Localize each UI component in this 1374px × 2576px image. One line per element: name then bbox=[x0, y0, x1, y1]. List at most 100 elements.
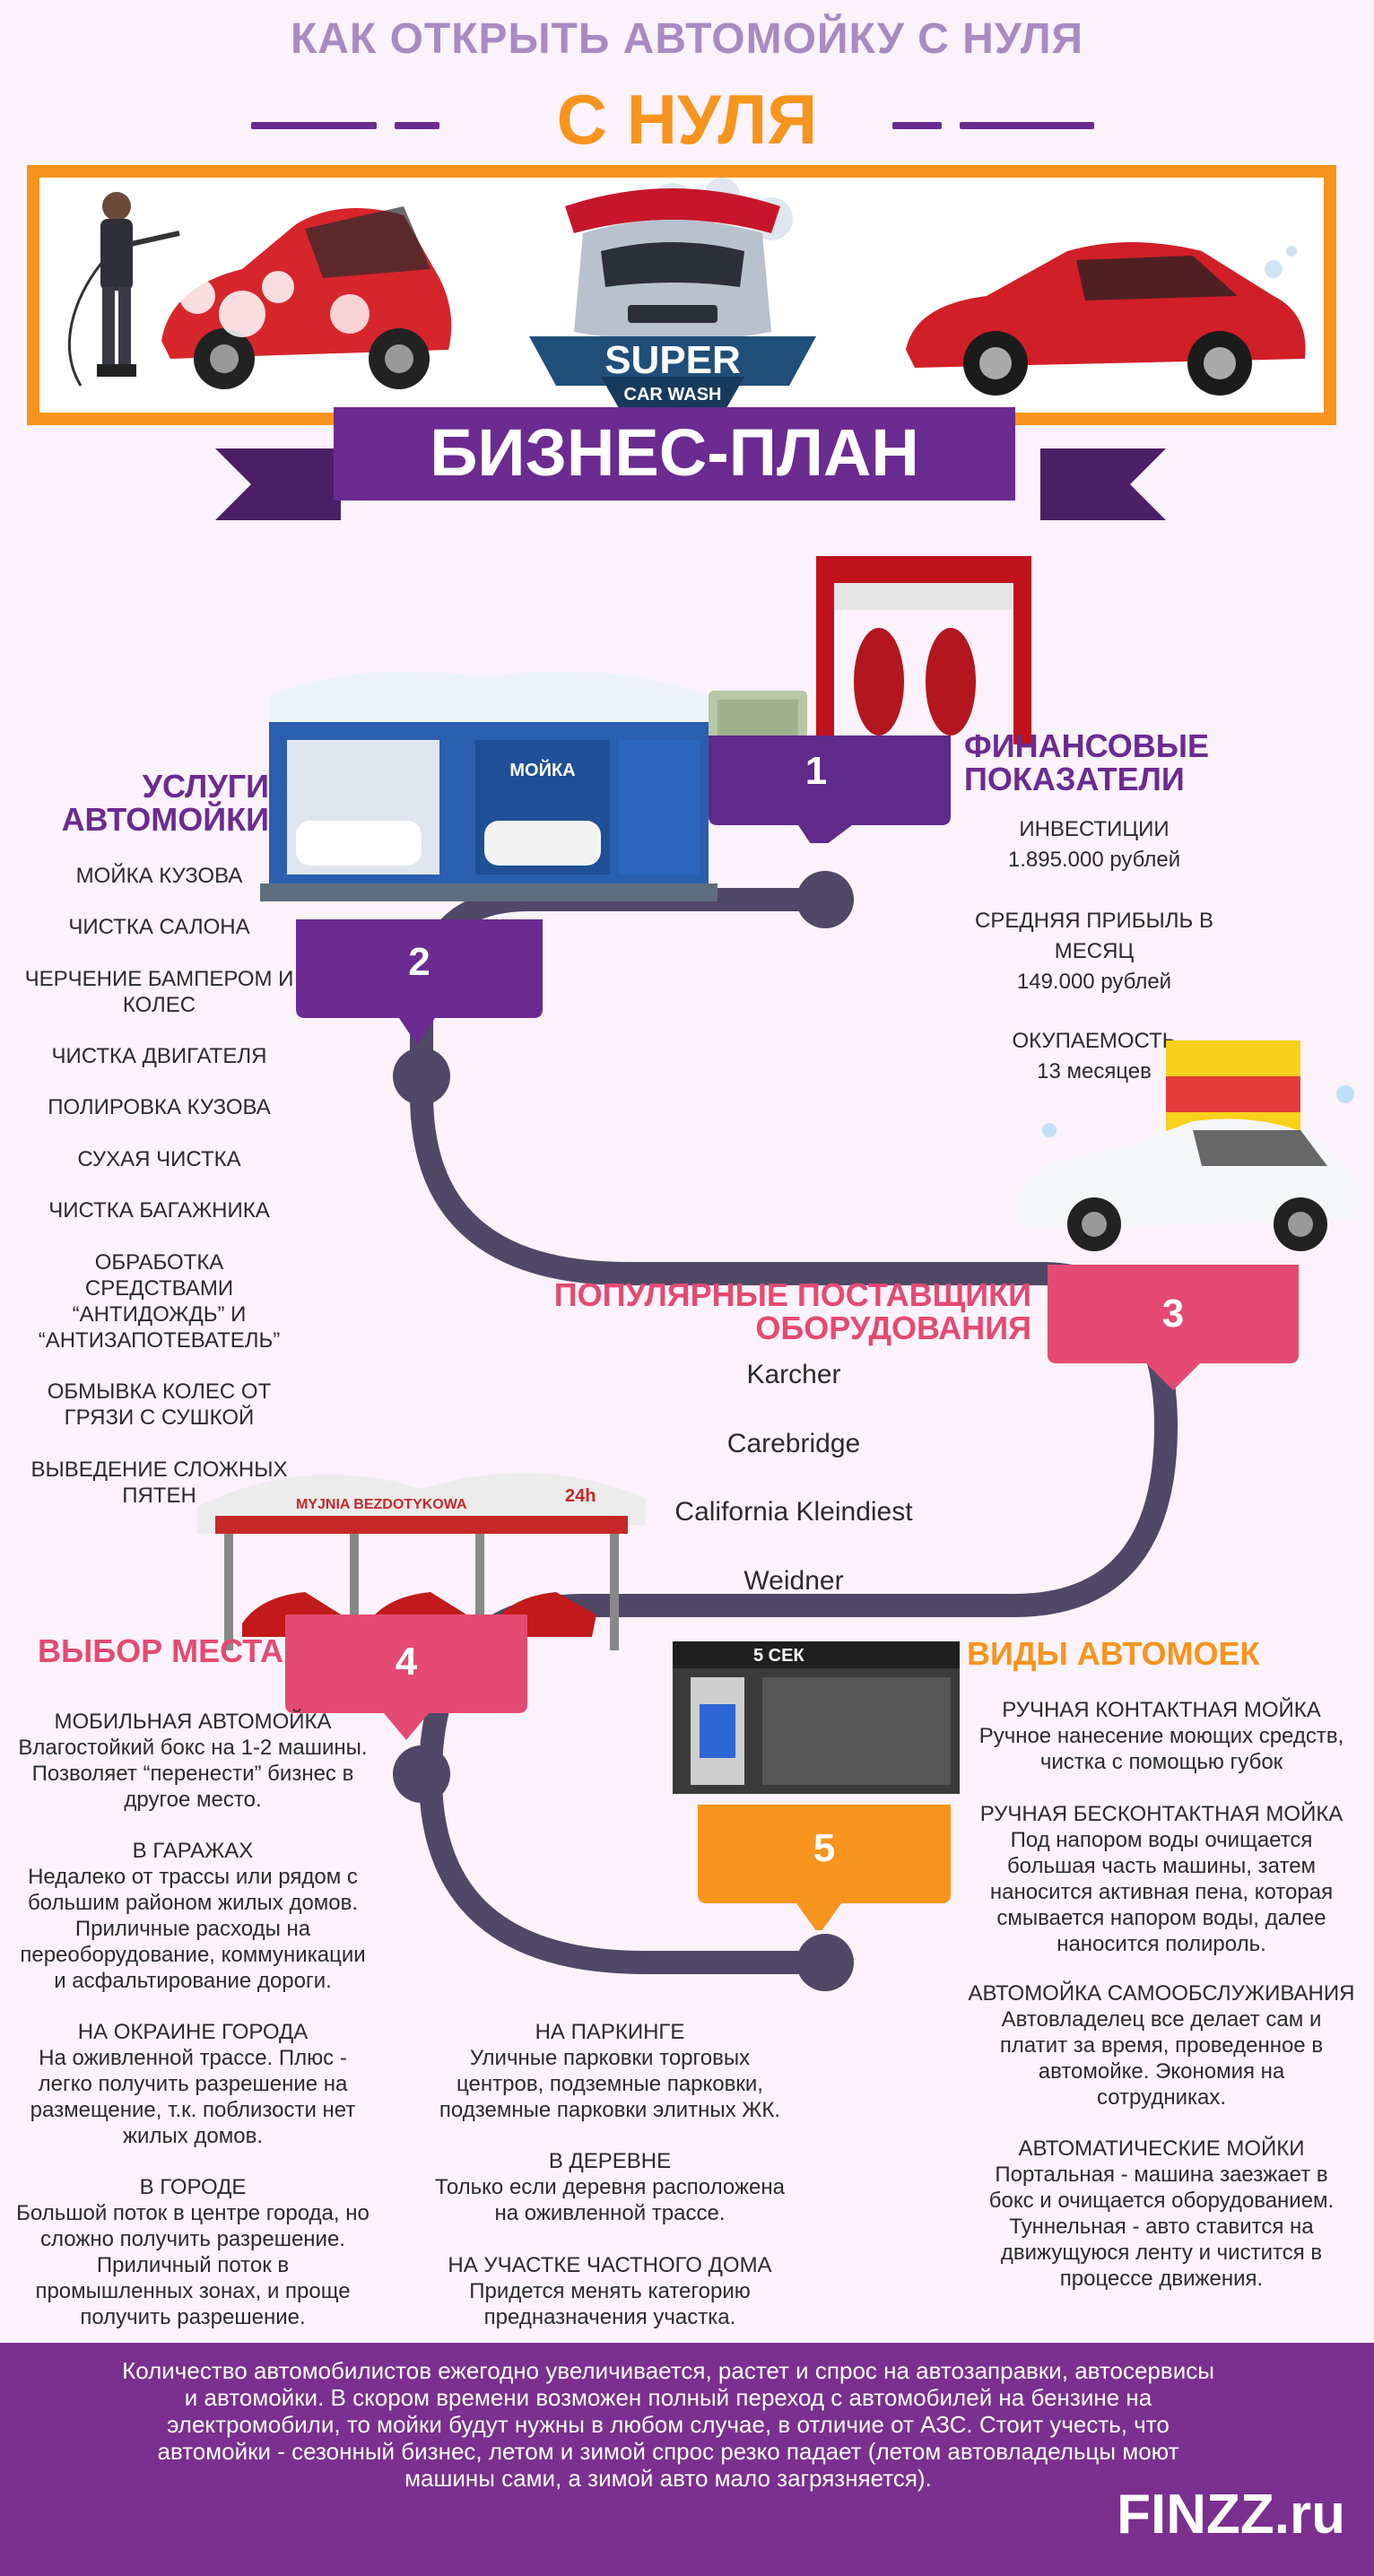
type-line: наносится активная пена, которая bbox=[989, 1880, 1334, 1904]
location-line: Недалеко от трассы или рядом с bbox=[28, 1865, 358, 1889]
type-line: бокс и очищается оборудованием. bbox=[988, 2189, 1335, 2213]
tab-3-shape bbox=[1048, 1265, 1299, 1390]
location-line: большим районом жилых домов. bbox=[27, 1891, 359, 1915]
location-line: и асфальтирование дороги. bbox=[54, 1969, 332, 1993]
footer-line: Количество автомобилистов ежегодно увели… bbox=[122, 2357, 1214, 2384]
finance-profit-label-1: СРЕДНЯЯ ПРИБЫЛЬ В bbox=[975, 909, 1213, 933]
location-heading: НА ПАРКИНГЕ bbox=[535, 2020, 685, 2044]
location-line: Влагостойкий бокс на 1-2 машины. bbox=[18, 1736, 368, 1760]
type-line: Портальная - машина заезжает в bbox=[995, 2163, 1328, 2187]
page-subtitle: С НУЛЯ bbox=[556, 80, 818, 159]
footer-text: Количество автомобилистов ежегодно увели… bbox=[45, 2357, 1291, 2492]
finance-payback-label: ОКУПАЕМОСТЬ bbox=[1012, 1029, 1177, 1053]
footer bbox=[0, 2343, 1374, 2576]
service-item: МОЙКА КУЗОВА bbox=[75, 864, 243, 888]
ribbon-title: БИЗНЕС-ПЛАН bbox=[430, 415, 919, 490]
supplier-item: Karcher bbox=[746, 1360, 841, 1389]
service-item: ПОЛИРОВКА КУЗОВА bbox=[48, 1095, 271, 1119]
divider bbox=[960, 122, 1094, 129]
service-item: ПЯТЕН bbox=[122, 1484, 196, 1508]
canopy-hours-sign: 24h bbox=[565, 1486, 596, 1506]
location-line: переоборудование, коммуникации bbox=[20, 1943, 366, 1967]
location-line: центров, подземные парковки, bbox=[457, 2072, 763, 2096]
type-line: Ручное нанесение моющих средств, bbox=[978, 1724, 1344, 1748]
service-item: ОБРАБОТКА bbox=[94, 1250, 224, 1275]
step-4-number: 4 bbox=[395, 1640, 418, 1684]
location-heading: В ДЕРЕВНЕ bbox=[548, 2149, 672, 2173]
service-item: “АНТИЗАПОТЕВАТЕЛЬ” bbox=[38, 1328, 281, 1353]
service-item: КОЛЕС bbox=[122, 993, 196, 1017]
service-item: ЧЕРЧЕНИЕ БАМПЕРОМ И bbox=[24, 967, 294, 991]
service-item: ГРЯЗИ С СУШКОЙ bbox=[64, 1405, 255, 1430]
location-line: Только если деревня расположена bbox=[435, 2175, 785, 2199]
location-line: Позволяет “перенести” бизнес в bbox=[31, 1762, 354, 1786]
supplier-item: California Kleindiest bbox=[674, 1497, 913, 1527]
washer-worker-illustration bbox=[67, 192, 180, 387]
location-line: промышленных зонах, и проще bbox=[35, 2279, 351, 2303]
logo-sub-text: CAR WASH bbox=[624, 385, 722, 405]
suppliers-title-line1: ПОПУЛЯРНЫЕ ПОСТАВЩИКИ bbox=[553, 1276, 1031, 1313]
wash-station-sign: МОЙКА bbox=[509, 759, 575, 780]
finance-profit-value: 149.000 рублей bbox=[1016, 970, 1172, 994]
location-line: Большой поток в центре города, но bbox=[16, 2201, 370, 2225]
type-line: большая часть машины, затем bbox=[1006, 1854, 1317, 1878]
location-line: Уличные парковки торговых bbox=[469, 2046, 751, 2070]
tab-1-shape bbox=[709, 735, 951, 843]
logo-main-text: SUPER bbox=[604, 338, 741, 382]
type-heading: АВТОМОЙКА САМООБСЛУЖИВАНИЯ bbox=[968, 1981, 1355, 2006]
location-title: ВЫБОР МЕСТА bbox=[38, 1632, 283, 1669]
location-line: на оживленной трассе. bbox=[494, 2201, 726, 2225]
type-line: движущуюся ленту и чистится в bbox=[1000, 2241, 1323, 2265]
step-1-number: 1 bbox=[804, 749, 828, 793]
road-node-2 bbox=[393, 1048, 450, 1105]
type-line: процессе движения. bbox=[1059, 2267, 1264, 2291]
type-heading: АВТОМАТИЧЕСКИЕ МОЙКИ bbox=[1018, 2137, 1305, 2161]
location-line: сложно получить разрешение. bbox=[40, 2227, 345, 2251]
page-title: КАК ОТКРЫТЬ АВТОМОЙКУ С НУЛЯ bbox=[290, 15, 1084, 63]
location-line: подземные парковки элитных ЖК. bbox=[439, 2098, 781, 2122]
services-title-line2: АВТОМОЙКИ bbox=[61, 801, 269, 838]
brand-logo[interactable]: FINZZ.ru bbox=[1117, 2484, 1345, 2546]
finance-investments-label: ИНВЕСТИЦИИ bbox=[1019, 817, 1170, 841]
type-line: автомойке. Экономия на bbox=[1038, 2059, 1285, 2084]
type-line: Под напором воды очищается bbox=[1010, 1828, 1313, 1852]
brush-wash-car-illustration bbox=[1013, 1040, 1359, 1251]
service-item: ЧИСТКА БАГАЖНИКА bbox=[48, 1198, 270, 1223]
location-heading: В ГОРОДЕ bbox=[139, 2175, 247, 2199]
self-service-booth-illustration: 5 СЕК bbox=[673, 1641, 960, 1794]
type-line: чистка с помощью губок bbox=[1039, 1750, 1283, 1774]
finance-title-line1: ФИНАНСОВЫЕ bbox=[964, 727, 1209, 764]
road-node-5 bbox=[796, 1934, 854, 1991]
services-title-line1: УСЛУГИ bbox=[142, 768, 269, 805]
footer-line: и автомойки. В скором времени возможен п… bbox=[184, 2384, 1152, 2411]
location-line: размещение, т.к. поблизости нет bbox=[30, 2098, 356, 2122]
service-item: ОБМЫВКА КОЛЕС ОТ bbox=[47, 1379, 272, 1404]
road-line bbox=[410, 888, 1178, 1974]
service-item: ВЫВЕДЕНИЕ СЛОЖНЫХ bbox=[30, 1458, 288, 1482]
step-3-number: 3 bbox=[1161, 1292, 1185, 1336]
service-item: “АНТИДОЖДЬ” И bbox=[72, 1302, 247, 1327]
service-item: СРЕДСТВАМИ bbox=[84, 1276, 234, 1301]
service-item: ЧИСТКА САЛОНА bbox=[68, 915, 250, 939]
finance-investments-value: 1.895.000 рублей bbox=[1007, 848, 1181, 872]
tab-5-shape bbox=[698, 1805, 951, 1930]
ribbon bbox=[334, 407, 1015, 500]
footer-line: машины сами, а зимой авто мало загрязняе… bbox=[404, 2465, 932, 2492]
service-item: СУХАЯ ЧИСТКА bbox=[77, 1147, 241, 1171]
finance-title-line2: ПОКАЗАТЕЛИ bbox=[964, 761, 1185, 797]
location-line: На оживленной трассе. Плюс - bbox=[39, 2046, 347, 2070]
location-line: Придется менять категорию bbox=[469, 2279, 751, 2303]
type-line: Автовладелец все делает сам и bbox=[1001, 2007, 1322, 2032]
finance-profit-label-2: МЕСЯЦ bbox=[1054, 939, 1135, 963]
location-heading: В ГАРАЖАХ bbox=[132, 1839, 254, 1863]
super-car-wash-logo: SUPER CAR WASH bbox=[529, 178, 816, 408]
type-line: Туннельная - авто ставится на bbox=[1009, 2215, 1314, 2239]
type-heading: РУЧНАЯ КОНТАКТНАЯ МОЙКА bbox=[1002, 1698, 1321, 1722]
location-heading: НА УЧАСТКЕ ЧАСТНОГО ДОМА bbox=[448, 2253, 772, 2277]
wash-station-illustration: МОЙКА bbox=[260, 671, 717, 901]
supplier-item: Weidner bbox=[744, 1566, 844, 1596]
foam-car-illustration bbox=[161, 206, 452, 389]
type-line: платит за время, проведенное в bbox=[999, 2033, 1324, 2058]
red-car-illustration bbox=[906, 242, 1306, 396]
supplier-item: Carebridge bbox=[726, 1429, 861, 1458]
